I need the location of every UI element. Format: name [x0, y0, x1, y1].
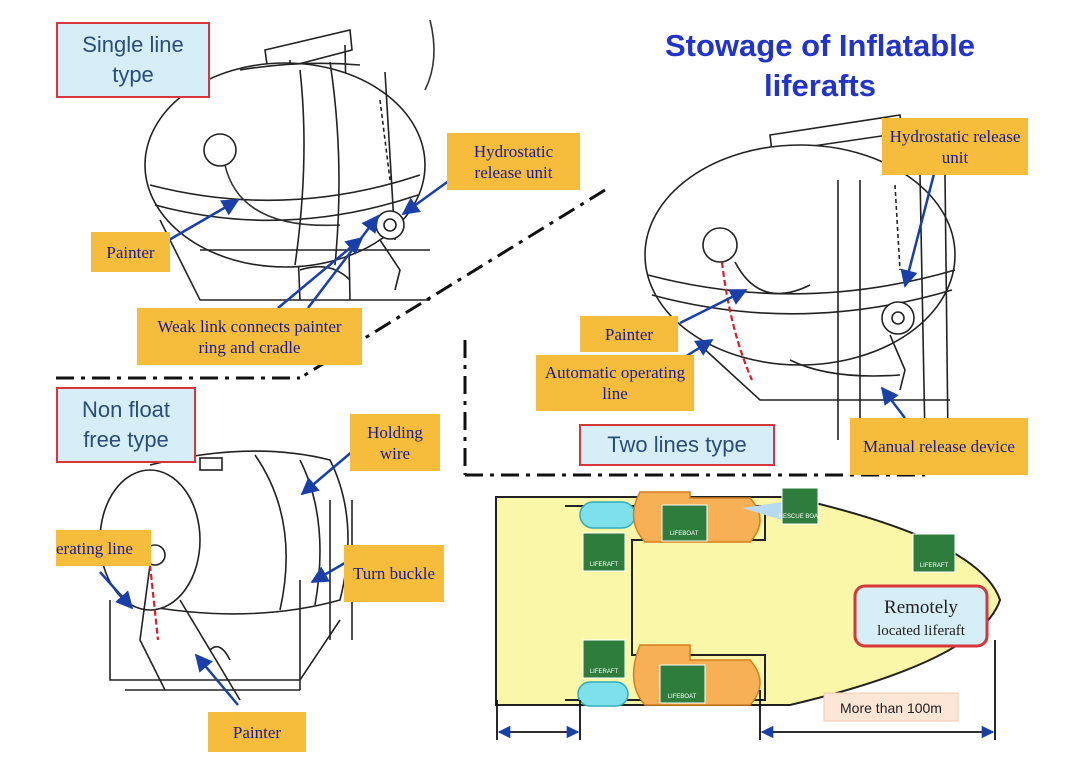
lower-lifeboat-sign: [659, 664, 706, 704]
single-line-liferaft-drawing: [144, 19, 435, 301]
two-lines-liferaft-drawing: [644, 114, 956, 441]
remote-line2: located liferaft: [877, 623, 966, 639]
lower-lifeboat-capsule: [577, 681, 629, 707]
liferaft-sign-upper-text: LIFERAFT: [590, 562, 619, 568]
operating-line-label: erating line: [56, 530, 151, 566]
nf-painter-label: Painter: [208, 712, 306, 752]
leader-arrows: [99, 169, 937, 706]
rescue-boat-arrow: [742, 502, 782, 520]
liferaft-sign-upper: [582, 532, 626, 572]
remote-line1: Remotely: [884, 597, 958, 618]
two-painter-label: Painter: [580, 316, 678, 352]
lower-lifeboat-text: LIFEBOAT: [668, 694, 697, 700]
main-title: Stowage of Inflatable liferafts: [664, 28, 976, 103]
distance-label: More than 100m: [840, 700, 942, 716]
non-float-free-liferaft-drawing: [99, 450, 353, 701]
weak-link-label: Weak link connects painter ring and crad…: [137, 308, 362, 365]
upper-lifeboat-text: LIFEBOAT: [670, 531, 699, 537]
remote-liferaft-box: [853, 584, 989, 648]
non-float-free-type-box: Non float free type: [56, 387, 196, 463]
liferaft-sign-lower: [582, 639, 626, 679]
upper-lifeboat-capsule: [579, 501, 636, 529]
manual-release-label: Manual release device: [850, 418, 1028, 475]
turn-buckle-label: Turn buckle: [344, 545, 444, 602]
ship-plan-view: LIFEBOAT RESCUE BOAT LIFERAFT LIFERAFT L…: [495, 487, 1002, 740]
two-lines-type-box: Two lines type: [579, 424, 775, 466]
liferaft-sign-remote-text: LIFERAFT: [920, 563, 949, 569]
distance-label-box: [823, 692, 959, 722]
two-hru-label: Hydrostatic release unit: [882, 118, 1028, 175]
single-painter-label: Painter: [91, 232, 170, 272]
rescue-boat-text: RESCUE BOAT: [779, 514, 822, 520]
single-line-type-box: Single line type: [56, 22, 210, 98]
rescue-boat-sign: [781, 487, 819, 525]
holding-wire-label: Holding wire: [350, 414, 440, 471]
liferaft-sign-lower-text: LIFERAFT: [590, 669, 619, 675]
single-hru-label: Hydrostatic release unit: [447, 133, 580, 190]
liferaft-sign-remote: [912, 533, 956, 573]
upper-lifeboat-sign: [661, 504, 708, 542]
automatic-operating-line-label: Automatic operating line: [536, 355, 694, 411]
